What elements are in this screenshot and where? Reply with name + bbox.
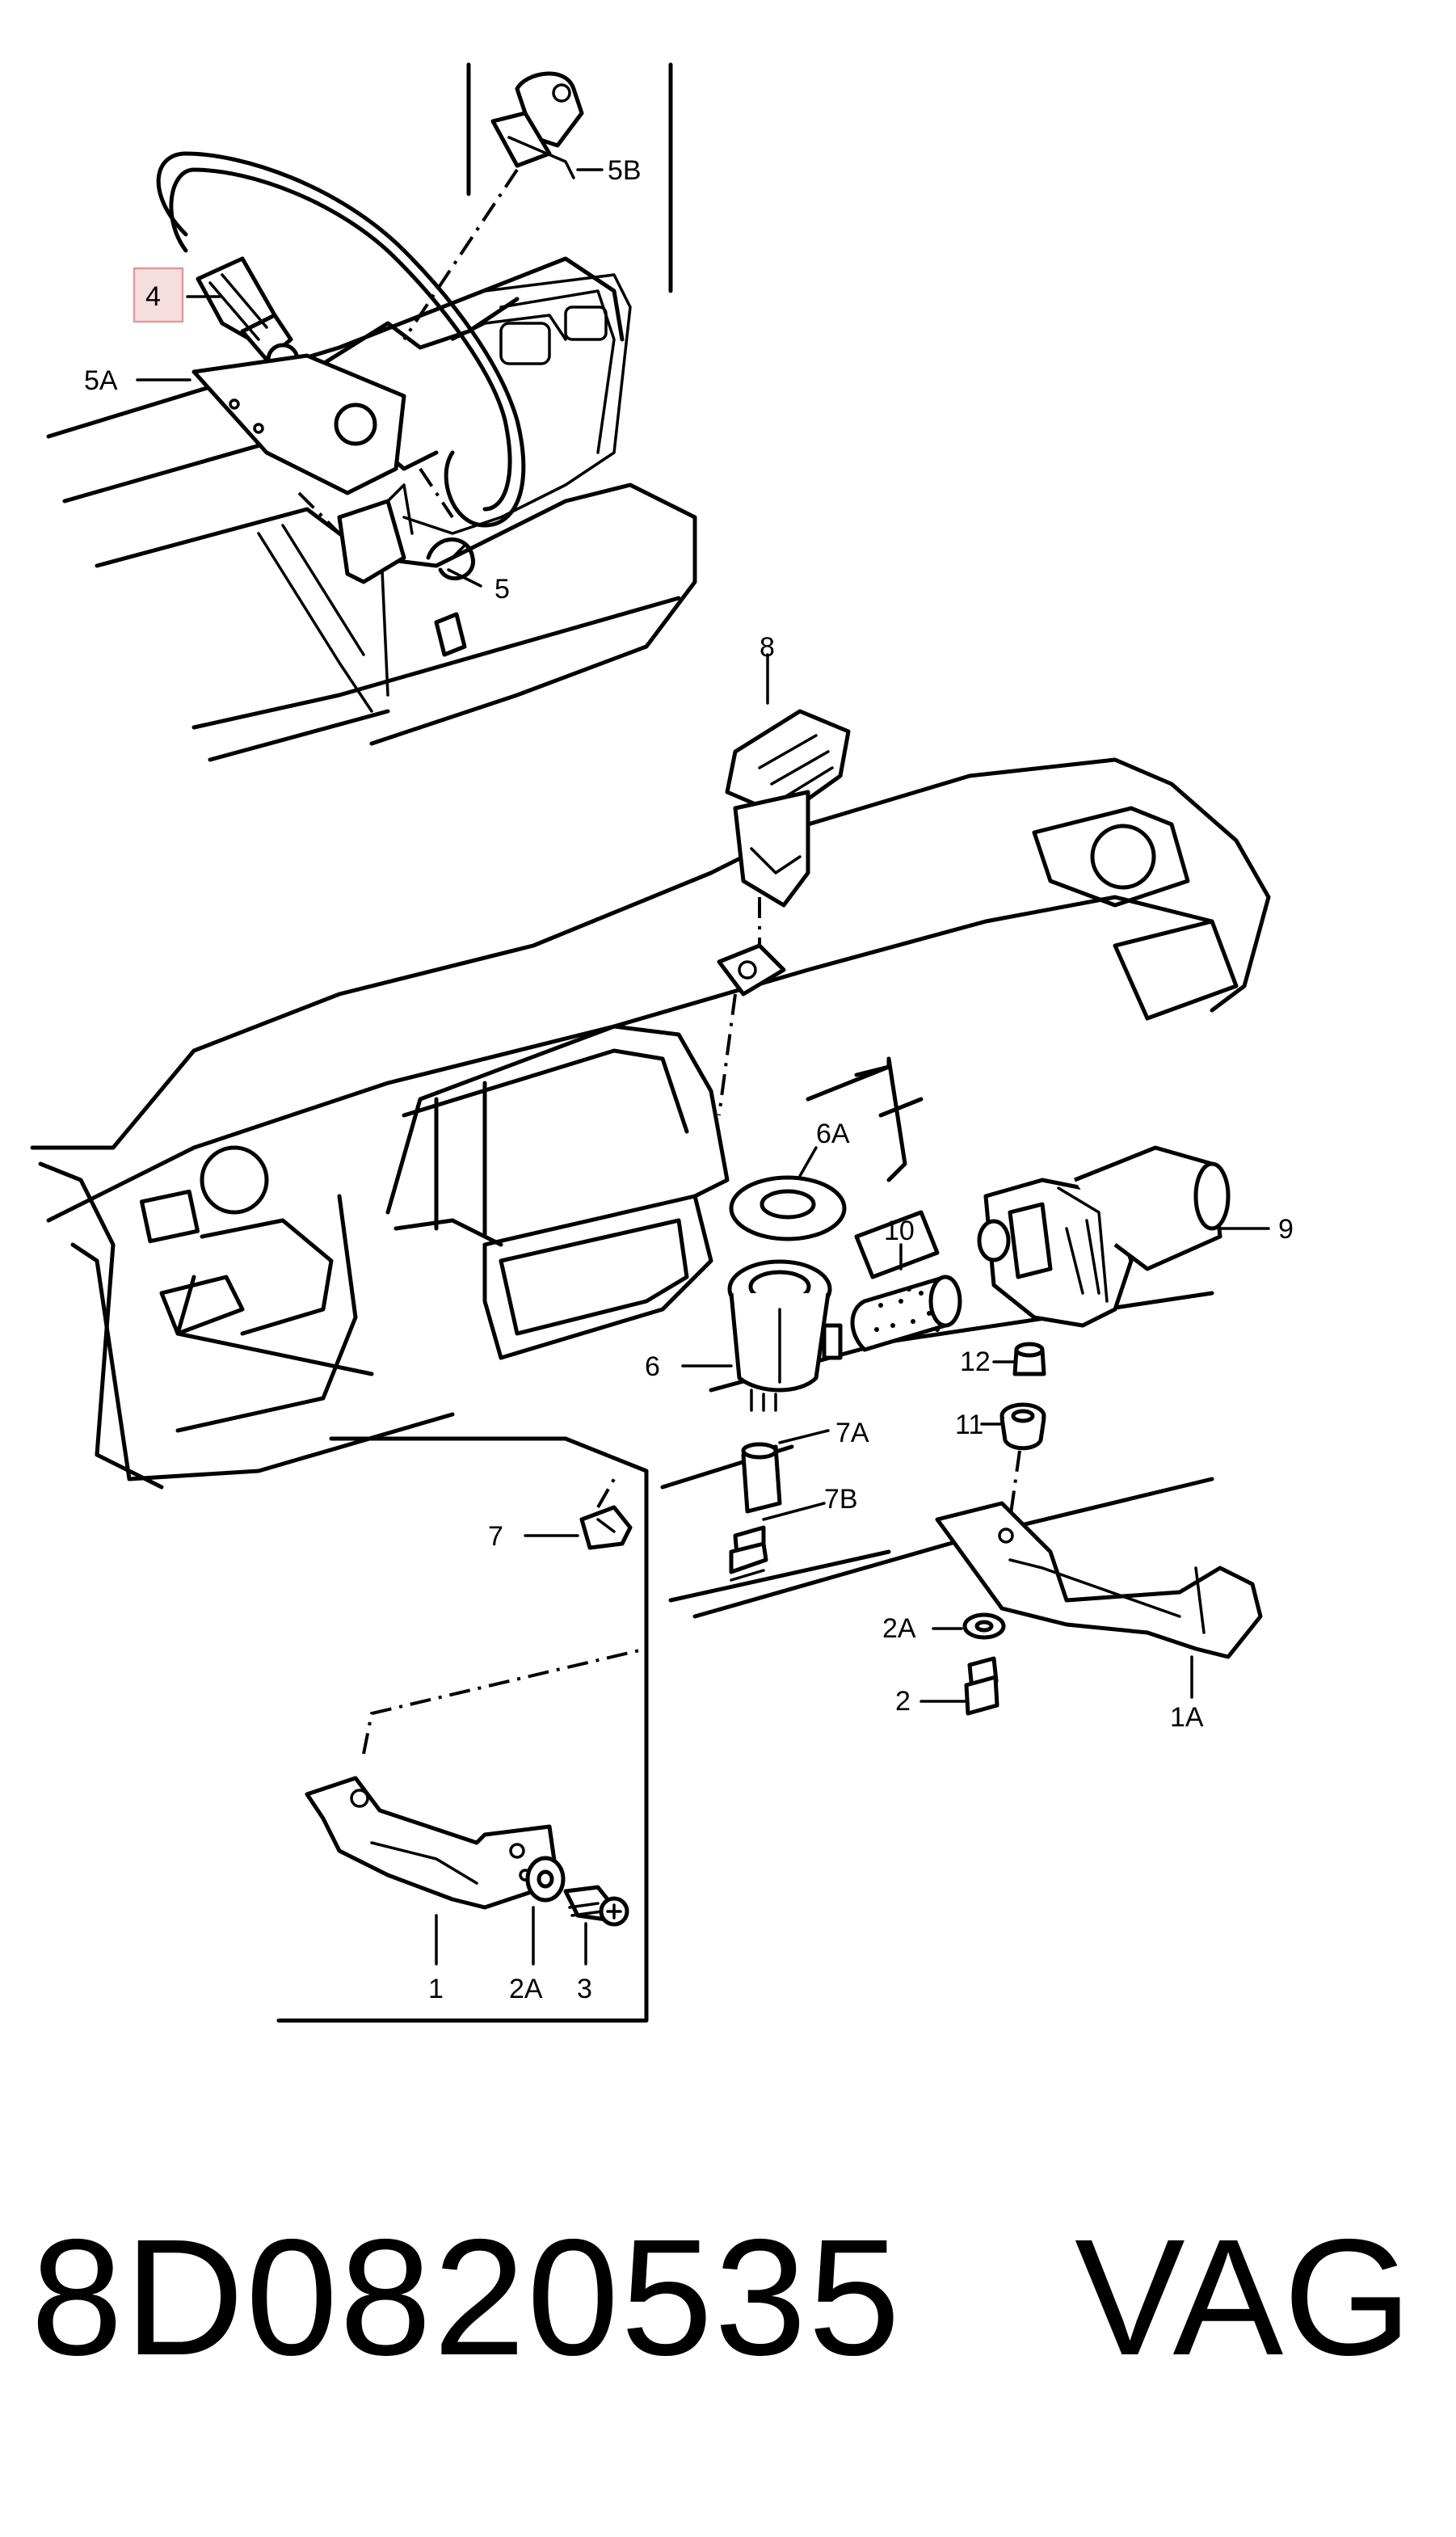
screw-2-right bbox=[919, 1656, 999, 1716]
grommet-12 bbox=[992, 1342, 1046, 1376]
callout-4: 4 bbox=[145, 281, 161, 312]
callout-4-highlight bbox=[133, 267, 184, 323]
clip-7 bbox=[524, 1478, 633, 1550]
callout-2a-right: 2A bbox=[882, 1613, 916, 1644]
callout-3: 3 bbox=[577, 1974, 592, 2004]
callout-5a: 5A bbox=[84, 365, 118, 396]
callout-5: 5 bbox=[494, 574, 510, 605]
washer-2a-right bbox=[932, 1612, 1006, 1640]
callout-7b: 7B bbox=[824, 1484, 858, 1515]
motor-unit-9 bbox=[977, 1145, 1270, 1328]
callout-7: 7 bbox=[488, 1521, 503, 1552]
callout-11: 11 bbox=[955, 1410, 983, 1440]
spacer-7a bbox=[741, 1429, 830, 1514]
callout-6: 6 bbox=[645, 1351, 660, 1382]
callout-6a: 6A bbox=[816, 1119, 850, 1149]
lighter-element-10 bbox=[850, 1243, 962, 1352]
callout-1: 1 bbox=[428, 1974, 444, 2004]
callout-2-right: 2 bbox=[895, 1686, 911, 1717]
part-number: 8D0820535 bbox=[31, 2205, 903, 2390]
callout-12: 12 bbox=[960, 1346, 991, 1377]
screw-7b bbox=[729, 1502, 826, 1582]
callout-8: 8 bbox=[760, 632, 775, 663]
switch-cap-8 bbox=[717, 653, 851, 1116]
dashboard bbox=[30, 757, 1271, 1619]
brand-name: VAG bbox=[1075, 2205, 1412, 2390]
callout-10: 10 bbox=[884, 1216, 915, 1246]
bottom-inset bbox=[276, 1436, 649, 2023]
top-inset bbox=[46, 62, 697, 762]
callout-7a: 7A bbox=[835, 1418, 869, 1448]
lighter-socket-6 bbox=[681, 1259, 843, 1412]
callout-9: 9 bbox=[1278, 1214, 1294, 1245]
lighter-ring-6a bbox=[729, 1146, 847, 1241]
bracket-1a bbox=[935, 1501, 1263, 1699]
callout-2a-bottom: 2A bbox=[509, 1974, 543, 2004]
callout-5b: 5B bbox=[608, 155, 642, 186]
bushing-11 bbox=[980, 1402, 1046, 1520]
callout-1a: 1A bbox=[1170, 1702, 1204, 1733]
